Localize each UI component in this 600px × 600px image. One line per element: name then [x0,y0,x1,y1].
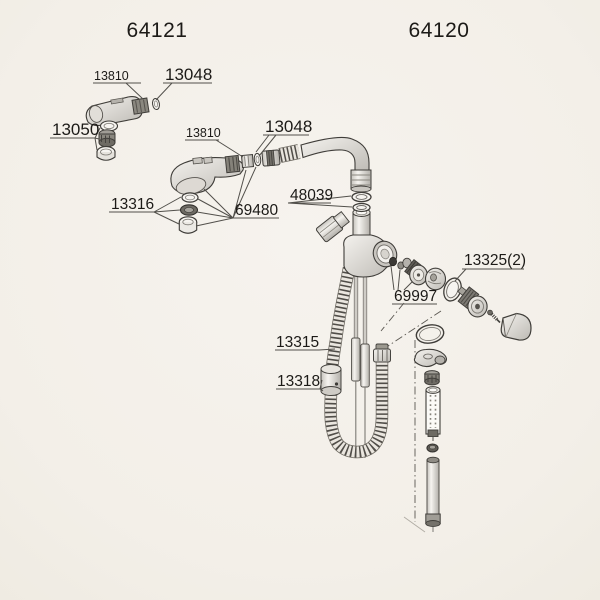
cartridge [402,257,428,286]
hose-weight [320,364,342,396]
spray-wand-large [170,154,244,195]
hose-connector-nut [373,343,391,363]
callout-mid-13048: 13048 [265,117,312,136]
cartridge-cap [424,267,447,291]
callout-13316: 13316 [111,196,154,213]
hose-coupling-parts [240,144,301,169]
callout-13315: 13315 [276,334,319,351]
mounting-clamp [413,348,447,368]
threaded-shank [425,386,441,441]
pullout-hose [324,266,389,459]
spacer-ring [426,443,439,453]
callout-tl-13048: 13048 [165,65,212,84]
callout-13325: 13325(2) [464,252,526,269]
spray-wand-small [85,96,160,127]
mounting-nut [424,370,440,386]
title-left-model: 64121 [127,19,188,42]
callout-48039: 48039 [290,187,333,204]
supply-tubes [351,265,370,458]
spout-orings [351,191,372,213]
riser-tube [425,456,441,532]
callout-13318: 13318 [277,373,320,390]
callout-69997: 69997 [394,288,437,305]
aerator-kit-parts [96,120,119,161]
valve-small-parts [388,256,405,270]
handle-screw [487,309,501,324]
axis-lines [380,302,442,533]
callout-13050: 13050 [52,120,99,139]
seal-kit-parts [178,192,199,234]
callout-mid-13810: 13810 [186,126,221,140]
leader-lines [50,82,524,392]
callout-tl-13810: 13810 [94,69,129,83]
curved-spout [300,136,372,193]
handle-knob [500,312,532,341]
faucet-body [315,208,398,278]
mounting-oring [415,324,445,344]
callout-labels: 13810 13048 13050 13810 13048 13316 6948… [52,65,526,390]
title-right-model: 64120 [409,19,470,42]
handle-adapter [457,286,488,318]
callout-69480: 69480 [235,202,278,219]
